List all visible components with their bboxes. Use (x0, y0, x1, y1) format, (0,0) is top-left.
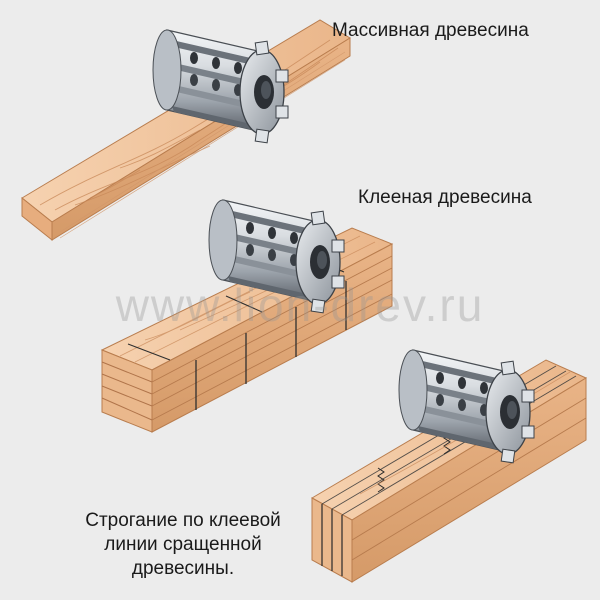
label-solid-wood: Массивная древесина (332, 20, 529, 41)
label-finger-joint-planing: Строгание по клеевой линии сращенной дре… (85, 510, 281, 579)
label-glued-wood: Клееная древесина (358, 187, 532, 208)
